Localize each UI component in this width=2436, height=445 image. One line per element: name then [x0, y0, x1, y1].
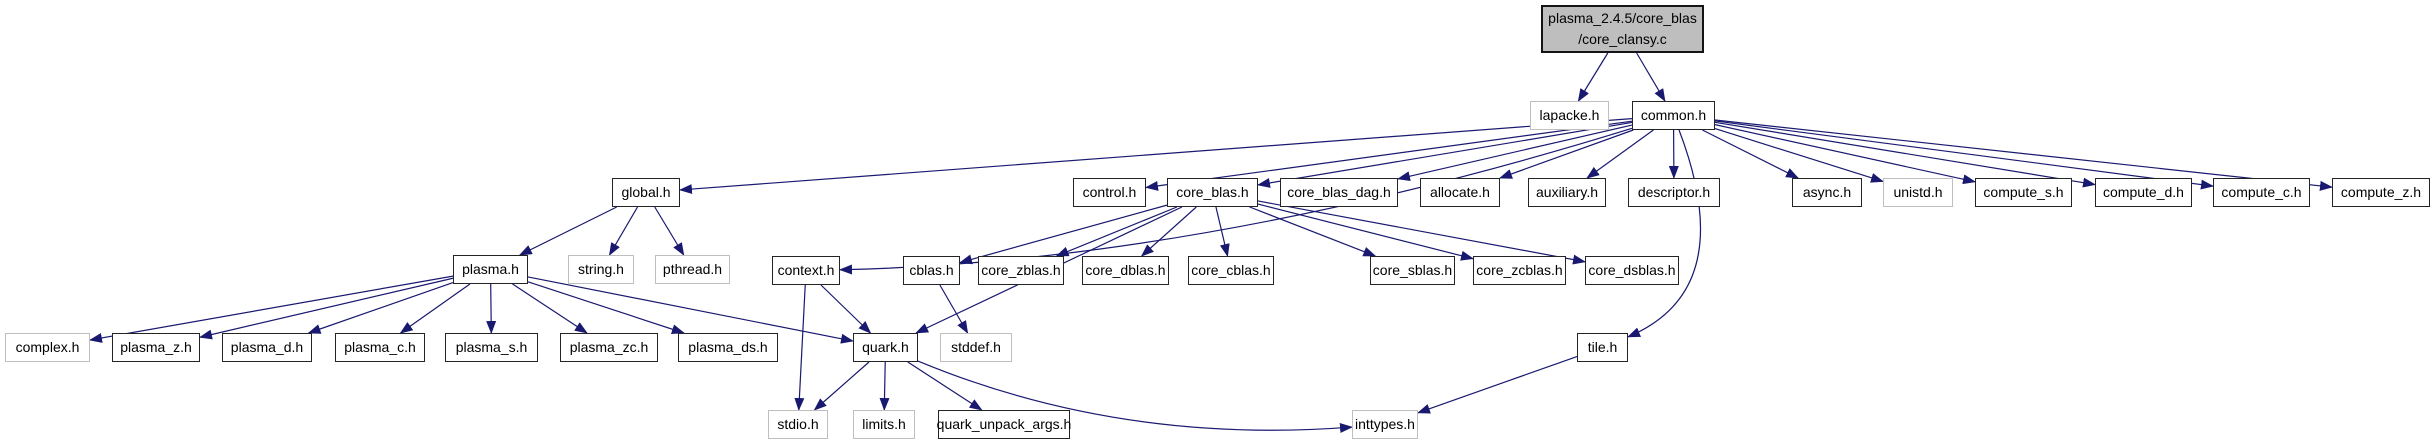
node-async[interactable]: async.h [1792, 178, 1862, 207]
edge-plasma-plasma_c [399, 283, 471, 334]
node-plasma_z[interactable]: plasma_z.h [112, 333, 200, 362]
edge-common-tile [1627, 129, 1702, 338]
edge-common-compute_c [1714, 120, 2214, 190]
node-core_zcblas[interactable]: core_zcblas.h [1473, 256, 1566, 285]
node-core_cblas[interactable]: core_cblas.h [1188, 256, 1274, 285]
node-pthread: pthread.h [655, 255, 730, 284]
edge-plasma-plasma_d [307, 282, 454, 334]
node-allocate[interactable]: allocate.h [1420, 178, 1500, 207]
node-compute_z[interactable]: compute_z.h [2332, 178, 2430, 207]
edge-root-lapacke [1577, 52, 1609, 102]
edge-core_blas-cblas [959, 204, 1168, 265]
node-control[interactable]: control.h [1073, 178, 1146, 207]
node-auxiliary[interactable]: auxiliary.h [1528, 178, 1606, 207]
node-cblas[interactable]: cblas.h [903, 256, 960, 285]
edge-context-stdio [794, 284, 806, 411]
node-descriptor[interactable]: descriptor.h [1628, 178, 1720, 207]
edge-common-auxiliary [1586, 129, 1654, 179]
node-compute_d[interactable]: compute_d.h [2095, 178, 2192, 207]
edge-core_blas-core_sblas [1249, 206, 1377, 257]
edge-core_blas-core_dsblas [1257, 200, 1586, 265]
edge-context-quark [820, 284, 872, 334]
edge-common-allocate [1499, 129, 1634, 179]
node-complex: complex.h [5, 333, 90, 362]
edge-plasma-plasma_zc [512, 283, 588, 334]
node-global[interactable]: global.h [612, 178, 680, 207]
node-stdio: stdio.h [768, 410, 828, 439]
node-root: plasma_2.4.5/core_blas /core_clansy.c [1541, 5, 1704, 53]
edge-quark-quark_unpack_args [907, 361, 983, 411]
edge-plasma-plasma_ds [527, 281, 685, 335]
node-quark_unpack_args[interactable]: quark_unpack_args.h [937, 410, 1071, 439]
node-core_blas_dag[interactable]: core_blas_dag.h [1280, 178, 1398, 207]
node-plasma[interactable]: plasma.h [453, 255, 528, 284]
edge-core_blas-core_dblas [1140, 206, 1197, 257]
node-common[interactable]: common.h [1632, 101, 1715, 130]
edge-global-plasma [518, 206, 617, 256]
edge-global-pthread [654, 206, 685, 256]
node-core_sblas[interactable]: core_sblas.h [1370, 256, 1455, 285]
edge-common-compute_d [1714, 121, 2096, 188]
node-plasma_ds[interactable]: plasma_ds.h [678, 333, 778, 362]
node-stddef: stddef.h [940, 333, 1012, 362]
node-compute_c[interactable]: compute_c.h [2213, 178, 2310, 207]
edge-core_blas-core_cblas [1215, 206, 1230, 257]
edge-common-compute_s [1714, 124, 1976, 185]
node-core_blas[interactable]: core_blas.h [1167, 178, 1258, 207]
node-limits: limits.h [853, 410, 915, 439]
node-tile[interactable]: tile.h [1577, 333, 1628, 362]
node-core_zblas[interactable]: core_zblas.h [978, 256, 1064, 285]
node-core_dsblas[interactable]: core_dsblas.h [1585, 256, 1679, 285]
node-unistd: unistd.h [1883, 178, 1953, 207]
node-string: string.h [568, 255, 634, 284]
edge-plasma-complex [89, 275, 454, 343]
edge-core_blas-core_zblas [1055, 206, 1178, 257]
node-compute_s[interactable]: compute_s.h [1975, 178, 2072, 207]
edge-common-unistd [1714, 127, 1884, 183]
edge-cblas-stddef [939, 284, 969, 334]
edge-plasma-plasma_s [486, 283, 497, 334]
edge-root-common [1636, 52, 1666, 102]
edge-global-string [608, 206, 639, 256]
edge-tile-inttypes [1417, 355, 1578, 414]
node-inttypes: inttypes.h [1352, 410, 1418, 439]
edge-plasma-plasma_z [199, 277, 454, 340]
edge-common-async [1702, 129, 1799, 179]
node-plasma_c[interactable]: plasma_c.h [335, 333, 425, 362]
node-lapacke: lapacke.h [1530, 101, 1609, 130]
node-plasma_s[interactable]: plasma_s.h [445, 333, 538, 362]
edge-common-core_blas [1257, 121, 1633, 188]
edge-quark-limits [879, 361, 890, 411]
node-plasma_d[interactable]: plasma_d.h [222, 333, 312, 362]
edge-plasma-quark [527, 276, 854, 344]
node-quark[interactable]: quark.h [853, 333, 918, 362]
edge-core_blas-core_zcblas [1257, 203, 1474, 261]
node-plasma_zc[interactable]: plasma_zc.h [560, 333, 658, 362]
node-core_dblas[interactable]: core_dblas.h [1082, 256, 1169, 285]
edge-quark-stdio [813, 361, 870, 411]
edge-common-core_blas_dag [1397, 124, 1633, 182]
node-context[interactable]: context.h [772, 256, 840, 285]
